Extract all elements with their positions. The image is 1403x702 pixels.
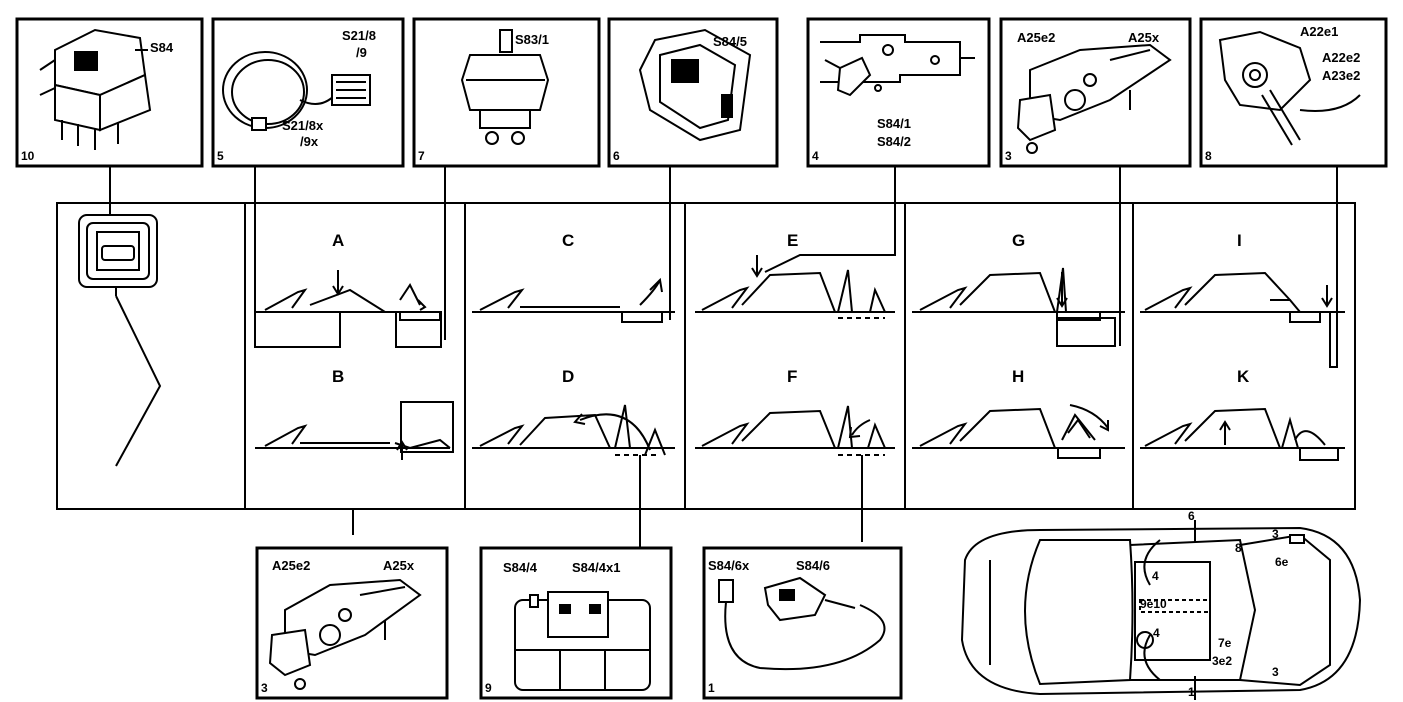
label-a25x-bottom: A25x bbox=[383, 558, 415, 573]
label-a23e2: A23e2 bbox=[1322, 68, 1360, 83]
state-g bbox=[912, 268, 1125, 346]
state-i bbox=[1140, 273, 1345, 367]
component-box-9: S84/4 S84/4x1 9 bbox=[481, 548, 671, 698]
box-number-1: 1 bbox=[708, 681, 715, 695]
state-b bbox=[255, 402, 453, 460]
panel-letter-g: G bbox=[1012, 231, 1025, 250]
box-number-7: 7 bbox=[418, 149, 425, 163]
component-box-3-top: A25e2 A25x 3 bbox=[1001, 19, 1190, 166]
panel-letter-c: C bbox=[562, 231, 574, 250]
label-s21-8x: S21/8x bbox=[282, 118, 324, 133]
car-label-4-bottom: 4 bbox=[1153, 626, 1160, 640]
label-s84: S84 bbox=[150, 40, 174, 55]
state-a bbox=[255, 270, 441, 347]
car-label-6e: 6e bbox=[1275, 555, 1289, 569]
box-number-10: 10 bbox=[21, 149, 35, 163]
component-box-7: S83/1 7 bbox=[414, 19, 599, 166]
label-s84-4: S84/4 bbox=[503, 560, 538, 575]
box-number-8: 8 bbox=[1205, 149, 1212, 163]
state-d bbox=[472, 405, 675, 455]
label-a22e1: A22e1 bbox=[1300, 24, 1338, 39]
panel-letter-h: H bbox=[1012, 367, 1024, 386]
box-number-4: 4 bbox=[812, 149, 819, 163]
panel-letter-b: B bbox=[332, 367, 344, 386]
state-e bbox=[695, 255, 895, 318]
car-label-1: 1 bbox=[1188, 685, 1195, 699]
label-a25e2-bottom: A25e2 bbox=[272, 558, 310, 573]
s84-4-switch-drawing bbox=[515, 592, 650, 690]
box-number-3-bottom: 3 bbox=[261, 681, 268, 695]
box-number-3-top: 3 bbox=[1005, 149, 1012, 163]
component-box-1: S84/6x S84/6 1 bbox=[704, 548, 901, 698]
leader-lines bbox=[110, 166, 1337, 553]
panel-letter-e: E bbox=[787, 231, 798, 250]
state-f bbox=[695, 406, 895, 455]
component-box-8: A22e1 A22e2 A23e2 8 bbox=[1201, 19, 1386, 166]
label-slash-9x: /9x bbox=[300, 134, 319, 149]
panel-letter-k: K bbox=[1237, 367, 1250, 386]
box-number-9: 9 bbox=[485, 681, 492, 695]
label-s83-1: S83/1 bbox=[515, 32, 549, 47]
car-label-4-top: 4 bbox=[1152, 569, 1159, 583]
box-number-5: 5 bbox=[217, 149, 224, 163]
component-box-10: S84 10 bbox=[17, 19, 202, 166]
sequence-frame bbox=[57, 203, 1355, 509]
car-label-8: 8 bbox=[1235, 541, 1242, 555]
component-box-5: S21/8 /9 S21/8x /9x 5 bbox=[213, 19, 403, 166]
panel-letters: A C E G I B D F H K bbox=[332, 231, 1250, 386]
label-a25e2-top: A25e2 bbox=[1017, 30, 1055, 45]
car-label-3e2: 3e2 bbox=[1212, 654, 1232, 668]
panel-letter-d: D bbox=[562, 367, 574, 386]
component-box-4: S84/1 S84/2 4 bbox=[808, 19, 989, 166]
state-k bbox=[1140, 409, 1345, 460]
label-a22e2: A22e2 bbox=[1322, 50, 1360, 65]
label-s21-8: S21/8 bbox=[342, 28, 376, 43]
component-box-3-bottom: A25e2 A25x 3 bbox=[257, 548, 447, 698]
box-number-6: 6 bbox=[613, 149, 620, 163]
car-label-7e: 7e bbox=[1218, 636, 1232, 650]
label-a25x-top: A25x bbox=[1128, 30, 1160, 45]
component-box-6: S84/5 6 bbox=[609, 19, 777, 166]
label-s84-1: S84/1 bbox=[877, 116, 911, 131]
car-label-9e10: 9e10 bbox=[1140, 597, 1167, 611]
panel-letter-a: A bbox=[332, 231, 344, 250]
panel-letter-i: I bbox=[1237, 231, 1242, 250]
car-label-3-rear: 3 bbox=[1272, 665, 1279, 679]
panel-letter-f: F bbox=[787, 367, 797, 386]
switch-symbol bbox=[79, 215, 160, 466]
state-c bbox=[472, 280, 675, 322]
roof-sequence-drawings bbox=[255, 255, 1345, 460]
label-slash-9: /9 bbox=[356, 45, 367, 60]
state-h bbox=[912, 405, 1125, 458]
label-s84-6: S84/6 bbox=[796, 558, 830, 573]
label-s84-5: S84/5 bbox=[713, 34, 747, 49]
car-label-3: 3 bbox=[1272, 527, 1279, 541]
label-s84-6x: S84/6x bbox=[708, 558, 750, 573]
car-label-6: 6 bbox=[1188, 509, 1195, 523]
label-s84-2: S84/2 bbox=[877, 134, 911, 149]
label-s84-4x1: S84/4x1 bbox=[572, 560, 620, 575]
